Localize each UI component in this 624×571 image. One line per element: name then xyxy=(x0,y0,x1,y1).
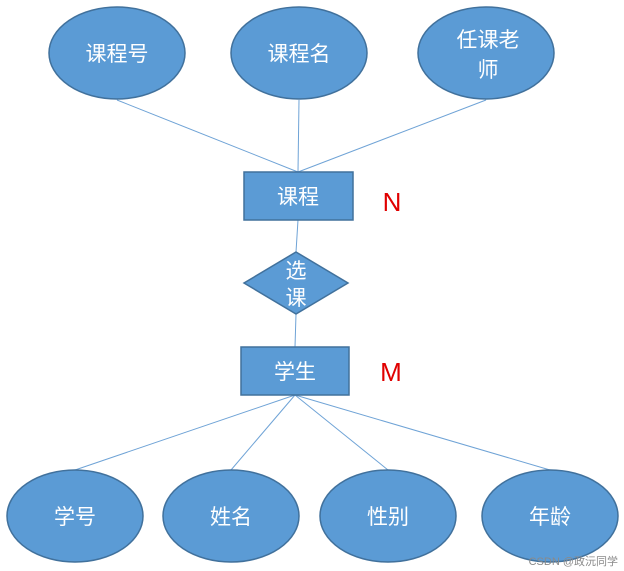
line-course-id xyxy=(116,99,299,173)
attribute-teacher: 任课老 师 xyxy=(417,6,555,100)
relationship-enroll: 选 课 xyxy=(242,251,350,315)
relationship-label-line1: 选 xyxy=(286,259,307,283)
relationship-label-line2: 课 xyxy=(286,286,307,310)
attribute-gender: 性别 xyxy=(319,469,457,563)
attribute-name-label: 姓名 xyxy=(210,505,252,529)
attribute-name: 姓名 xyxy=(162,469,300,563)
line-course-name xyxy=(297,99,300,173)
attribute-student-id: 学号 xyxy=(6,469,144,563)
attribute-age-label: 年龄 xyxy=(529,505,571,529)
attribute-course-name-label: 课程名 xyxy=(268,42,331,66)
attribute-teacher-label-line1: 任课老 xyxy=(457,28,520,52)
attribute-teacher-label-line2: 师 xyxy=(478,58,499,82)
line-teacher xyxy=(297,99,487,173)
attribute-course-name: 课程名 xyxy=(230,6,368,100)
line-relationship-student xyxy=(294,313,297,348)
attribute-course-id: 课程号 xyxy=(48,6,186,100)
attribute-course-id-label: 课程号 xyxy=(86,42,149,66)
watermark: CSDN @政沅同学 xyxy=(529,554,618,568)
line-course-relationship xyxy=(295,219,299,253)
line-gender xyxy=(294,394,389,471)
line-age xyxy=(294,394,551,471)
line-name xyxy=(230,394,296,471)
attribute-age: 年龄 xyxy=(481,469,619,563)
line-student-id xyxy=(74,394,296,471)
cardinality-student: M xyxy=(380,357,402,387)
attribute-gender-label: 性别 xyxy=(367,505,409,529)
entity-student: 学生 xyxy=(240,346,350,396)
attribute-student-id-label: 学号 xyxy=(54,505,96,529)
entity-course: 课程 xyxy=(243,171,354,221)
entity-student-label: 学生 xyxy=(274,360,316,384)
cardinality-course: N xyxy=(383,187,402,217)
entity-course-label: 课程 xyxy=(277,185,319,209)
connector-lines xyxy=(74,99,551,471)
